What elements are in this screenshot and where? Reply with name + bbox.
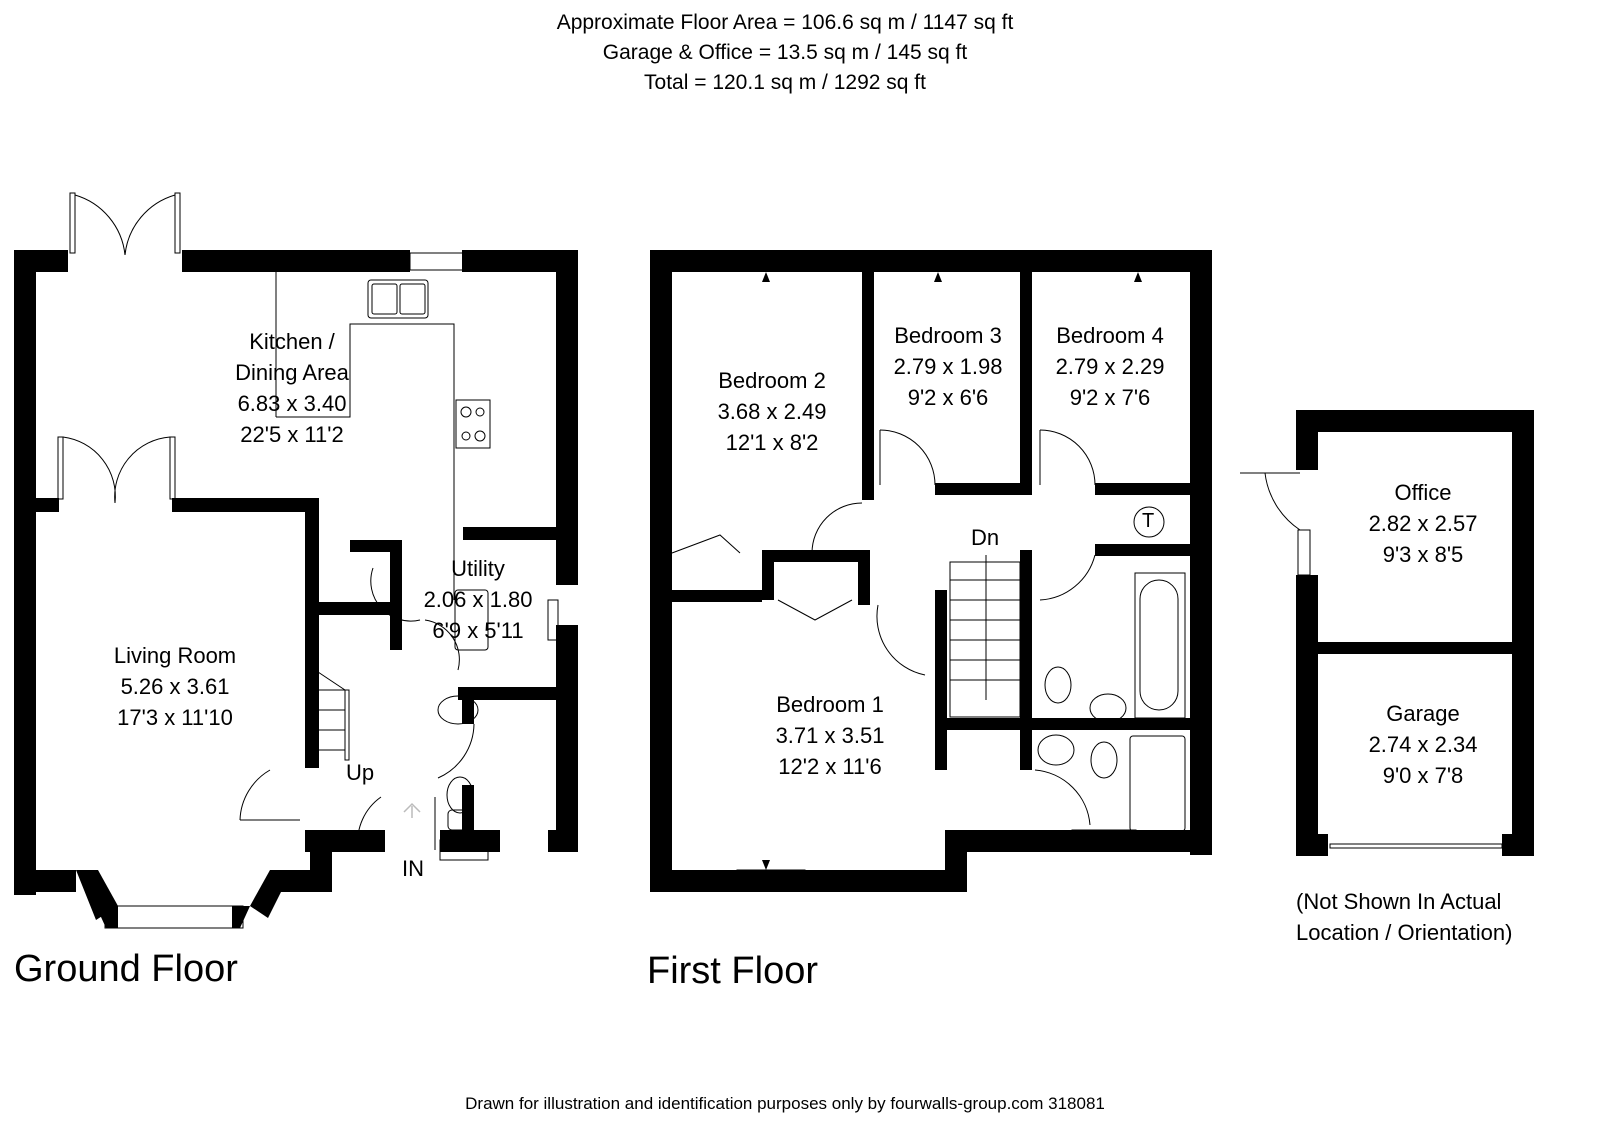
room-dimensions-metric: 2.79 x 2.29 — [1055, 354, 1165, 379]
entrance-label: IN — [402, 856, 424, 881]
tank-icon: T — [1142, 510, 1155, 532]
room-dimensions-metric: 3.71 x 3.51 — [775, 723, 885, 748]
stairs-down-label: Dn — [971, 525, 1000, 550]
room-name: Living Room — [113, 643, 237, 668]
room-dimensions-imperial: 9'2 x 7'6 — [1069, 385, 1151, 410]
room-name: Utility — [451, 556, 505, 581]
room-dimensions-imperial: 12'1 x 8'2 — [725, 430, 819, 455]
room-dimensions-metric: 2.06 x 1.80 — [423, 587, 533, 612]
garage-office-area-text: Garage & Office = 13.5 sq m / 145 sq ft — [602, 41, 968, 64]
room-dimensions-metric: 5.26 x 3.61 — [120, 674, 230, 699]
room-name: Kitchen / — [249, 329, 335, 354]
disclaimer-footer: Drawn for illustration and identificatio… — [465, 1094, 1105, 1113]
area-summary: Approximate Floor Area = 106.6 sq m / 11… — [0, 8, 1570, 98]
first-floor-dimension-arrows — [762, 272, 1142, 870]
ground-floor-details — [57, 192, 559, 929]
ground-floor-walls — [14, 250, 578, 928]
room-dimensions-metric: 2.79 x 1.98 — [893, 354, 1003, 379]
outbuilding-location-note: (Not Shown In Actual Location / Orientat… — [1296, 886, 1512, 948]
entrance-arrow-icon — [403, 802, 421, 818]
room-label-living-room: Living Room 5.26 x 3.61 17'3 x 11'10 — [114, 640, 236, 733]
room-dimensions-imperial: 22'5 x 11'2 — [240, 422, 344, 447]
outbuilding-details — [1240, 472, 1503, 849]
outbuilding-walls — [1296, 410, 1534, 856]
floor-area-text: Approximate Floor Area = 106.6 sq m / 11… — [556, 11, 1014, 34]
total-area-text: Total = 120.1 sq m / 1292 sq ft — [644, 71, 926, 94]
room-name: Bedroom 2 — [718, 368, 826, 393]
room-dimensions-imperial: 6'9 x 5'11 — [432, 618, 524, 643]
note-line-2: Location / Orientation) — [1296, 920, 1513, 945]
room-name: Bedroom 1 — [776, 692, 884, 717]
room-label-office: Office 2.82 x 2.57 9'3 x 8'5 — [1369, 477, 1478, 570]
room-dimensions-metric: 2.74 x 2.34 — [1368, 732, 1478, 757]
room-label-bedroom-2: Bedroom 2 3.68 x 2.49 12'1 x 8'2 — [718, 365, 827, 458]
room-dimensions-metric: 6.83 x 3.40 — [237, 391, 347, 416]
room-name: Office — [1394, 480, 1452, 505]
room-dimensions-imperial: 9'2 x 6'6 — [907, 385, 989, 410]
room-dimensions-imperial: 9'0 x 7'8 — [1382, 763, 1464, 788]
room-name: Garage — [1386, 701, 1460, 726]
room-label-utility: Utility 2.06 x 1.80 6'9 x 5'11 — [424, 553, 533, 646]
stairs-up-label: Up — [346, 760, 375, 785]
room-label-kitchen-dining: Kitchen / Dining Area 6.83 x 3.40 22'5 x… — [235, 326, 349, 450]
room-dimensions-imperial: 12'2 x 11'6 — [778, 754, 882, 779]
room-dimensions-metric: 3.68 x 2.49 — [717, 399, 827, 424]
room-name-line2: Dining Area — [235, 360, 349, 385]
ground-floor-title: Ground Floor — [14, 948, 238, 990]
room-label-bedroom-4: Bedroom 4 2.79 x 2.29 9'2 x 7'6 — [1056, 320, 1165, 413]
room-dimensions-imperial: 17'3 x 11'10 — [117, 705, 233, 730]
room-dimensions-imperial: 9'3 x 8'5 — [1382, 542, 1464, 567]
room-label-garage: Garage 2.74 x 2.34 9'0 x 7'8 — [1369, 698, 1478, 791]
room-name: Bedroom 4 — [1056, 323, 1164, 348]
room-dimensions-metric: 2.82 x 2.57 — [1368, 511, 1478, 536]
room-label-bedroom-3: Bedroom 3 2.79 x 1.98 9'2 x 6'6 — [894, 320, 1003, 413]
first-floor-details — [671, 252, 1211, 891]
first-floor-walls — [650, 250, 1212, 892]
room-label-bedroom-1: Bedroom 1 3.71 x 3.51 12'2 x 11'6 — [776, 689, 885, 782]
first-floor-title: First Floor — [647, 950, 818, 992]
room-name: Bedroom 3 — [894, 323, 1002, 348]
note-line-1: (Not Shown In Actual — [1296, 889, 1502, 914]
